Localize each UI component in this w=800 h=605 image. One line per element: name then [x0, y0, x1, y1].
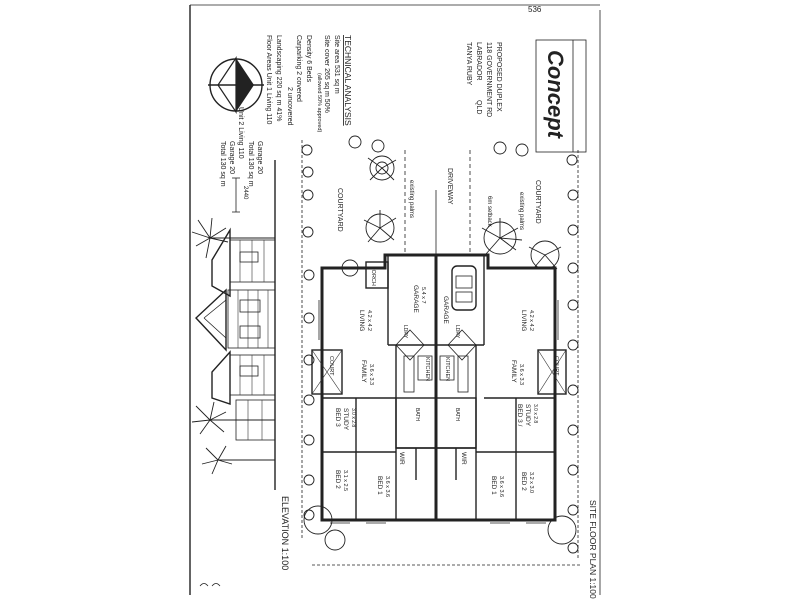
garage-1-size: 5.4 x 7 [420, 287, 426, 304]
bed2-1-label: BED 2 [334, 470, 341, 489]
technical-analysis-block: TECHNICAL ANALYSIS Site area 531 sq m Si… [219, 35, 353, 187]
bed1-1-size: 3.6 x 3.6 [384, 476, 390, 497]
elevation-palm-icon [201, 445, 275, 475]
tech-density: Density 6 Beds [305, 35, 312, 83]
wir-1-label: WIR [398, 452, 405, 465]
tech-site-area: Site area 531 sq m [333, 35, 340, 94]
bed3-1-size: 3.0 x 2.8 [350, 408, 356, 427]
corner-mark [199, 583, 221, 587]
car-icon [451, 265, 477, 311]
project-line1: PROPOSED DUPLEX [495, 42, 502, 112]
elevation-drawing: 2440 [191, 160, 290, 570]
project-block: PROPOSED DUPLEX 118 GOVERNMENT RD LABRAD… [465, 42, 502, 117]
bed2-2-label: BED 2 [520, 472, 527, 491]
living-2-label: LIVING [520, 310, 527, 331]
tech-floor-areas: Floor Areas Unit 1 Living 110 [265, 35, 272, 124]
bed3-2-label: BED 3 / [516, 404, 523, 427]
bed2-2-size: 3.2 x 3.0 [528, 472, 534, 493]
north-arrow-icon [208, 56, 264, 114]
ldry-1-label: LDRY [402, 325, 408, 339]
logo-text: Concept [543, 50, 568, 140]
driveway-label: DRIVEWAY [446, 168, 453, 205]
living-1-size: 4.2 x 4.2 [366, 310, 372, 331]
court-hatch-1 [311, 349, 343, 395]
bath-1-label: BATH [414, 408, 420, 421]
bed3-1-label: BED 3 [334, 408, 341, 427]
tech-unit1-total: Total 130 sq m [247, 141, 254, 187]
elevation-title: ELEVATION 1:100 [280, 496, 290, 570]
setback-label: 6m setback [486, 196, 492, 228]
project-line2: 118 GOVERNMENT RD [485, 42, 492, 117]
tech-unit1-garage: Garage 20 [256, 141, 263, 174]
courtyard-bottom-label: COURTYARD [534, 180, 541, 224]
family-2-label: FAMILY [510, 360, 517, 383]
bed3-2-size: 3.0 x 2.8 [532, 404, 538, 423]
garage-1-label: GARAGE [412, 285, 419, 313]
elevation-palm-icon [191, 401, 275, 435]
existing-palms-label-1: existing palms [408, 180, 414, 218]
palm-tree-icon [367, 155, 397, 181]
living-2-size: 4.2 x 4.2 [528, 310, 534, 331]
project-line3: LABRADOR [475, 42, 482, 81]
tech-heading: TECHNICAL ANALYSIS [343, 35, 353, 126]
page-marker: 536 [528, 5, 542, 14]
palm-tree-icon [481, 218, 523, 255]
tech-landscaping: Landscaping 220 sq m 41% [275, 35, 282, 121]
existing-palms-label-2: existing palms [518, 192, 524, 230]
project-client: TANYA RUBY [465, 42, 472, 86]
family-1-label: FAMILY [360, 360, 367, 383]
tech-carparking: Carparking 2 covered [295, 35, 302, 102]
living-1-label: LIVING [358, 310, 365, 331]
family-1-size: 3.6 x 3.3 [368, 364, 374, 385]
family-2-size: 3.6 x 3.3 [518, 364, 524, 385]
bed1-1-label: BED 1 [376, 476, 383, 495]
study-2-label: STUDY [524, 404, 531, 427]
bath-2-label: BATH [454, 408, 460, 421]
tech-unit2-garage: Garage 20 [228, 141, 235, 174]
court-1-label: COURT [328, 356, 334, 376]
palm-tree-icon [363, 210, 397, 243]
study-1-label: STUDY [342, 408, 349, 431]
courtyard-top-label: COURTYARD [336, 188, 343, 232]
garage-2-label: GARAGE [442, 296, 449, 324]
elevation-palm-icon [191, 217, 275, 259]
tech-site-cover: Site cover 265 sq m 50% [323, 35, 330, 113]
boundary-shrubs [301, 135, 579, 554]
site-plan: COURTYARD COURTYARD DRIVEWAY existing pa… [301, 135, 598, 599]
tech-unit2-total: Total 130 sq m [219, 141, 226, 187]
palm-tree-icon [528, 240, 562, 270]
bed2-1-size: 3.1 x 2.5 [342, 470, 348, 491]
ldry-2-label: LDRY [454, 325, 460, 339]
porch-label: PORCH [370, 266, 376, 286]
site-plan-title: SITE FLOOR PLAN 1:100 [588, 500, 598, 599]
wir-2-label: WIR [460, 452, 467, 465]
concept-logo: Concept [535, 39, 587, 153]
tech-carparking-2: 2 uncovered [286, 87, 293, 126]
project-line4: QLD [475, 100, 482, 114]
elevation-dimension: 2440 [242, 186, 248, 200]
duplex-walls [320, 253, 557, 522]
kitchen-1-label: KITCHEN [424, 357, 430, 381]
tech-site-cover-note: (allowed 50% approved) [316, 73, 322, 132]
bed1-2-size: 3.6 x 3.6 [498, 476, 504, 497]
court-2-label: COURT [553, 356, 559, 376]
court-hatch-2 [537, 349, 567, 395]
bed1-2-label: BED 1 [490, 476, 497, 495]
kitchen-2-label: KITCHEN [444, 357, 450, 381]
tech-unit2-living: Unit 2 Living 110 [237, 107, 244, 159]
